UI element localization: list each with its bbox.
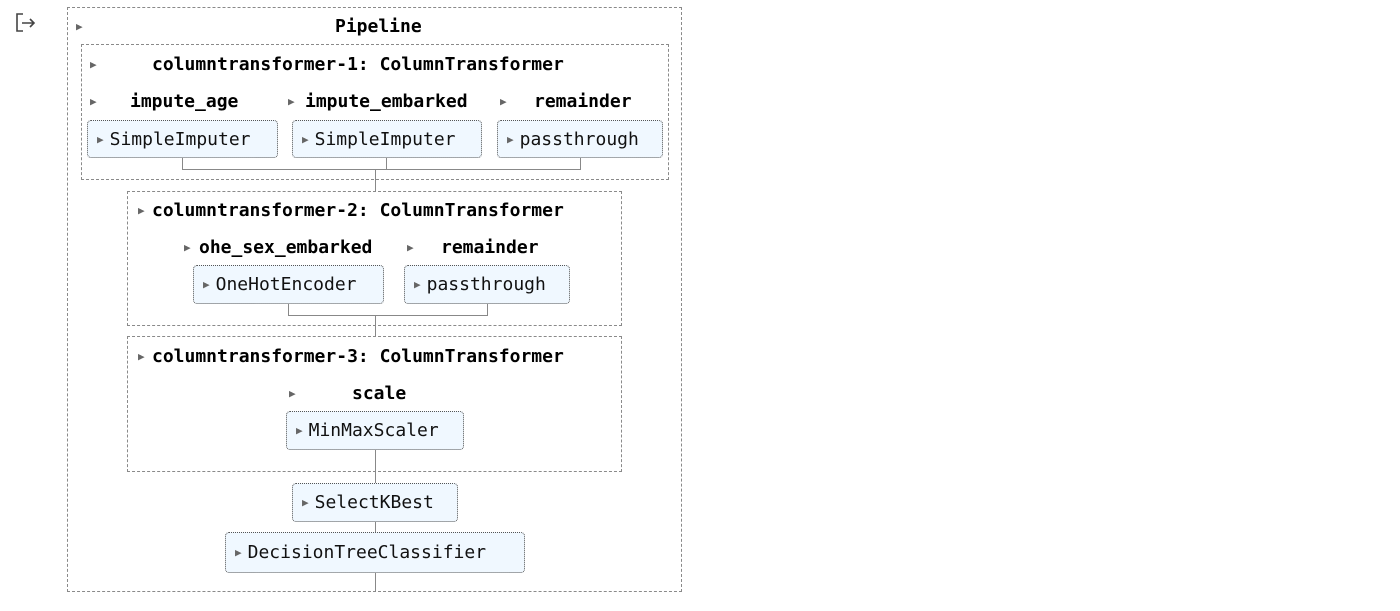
expand-triangle-icon[interactable]: ▶ bbox=[302, 132, 309, 146]
expand-triangle-icon[interactable]: ▶ bbox=[500, 94, 507, 108]
estimator-simpleimputer-embarked[interactable]: ▶ SimpleImputer bbox=[292, 120, 482, 158]
expand-triangle-icon[interactable]: ▶ bbox=[90, 94, 97, 108]
estimator-onehotencoder[interactable]: ▶ OneHotEncoder bbox=[193, 265, 384, 304]
connector-line bbox=[375, 315, 376, 337]
connector-line bbox=[386, 158, 387, 170]
branch-label-remainder-2[interactable]: ▶ remainder bbox=[407, 236, 539, 258]
columntransformer-2-header[interactable]: ▶ columntransformer-2: ColumnTransformer bbox=[138, 199, 564, 221]
estimator-label: DecisionTreeClassifier bbox=[247, 542, 487, 563]
expand-triangle-icon[interactable]: ▶ bbox=[76, 19, 83, 33]
expand-triangle-icon[interactable]: ▶ bbox=[414, 278, 421, 291]
branch-label-ohe-sex-embarked[interactable]: ▶ ohe_sex_embarked bbox=[184, 236, 372, 258]
estimator-simpleimputer-age[interactable]: ▶ SimpleImputer bbox=[87, 120, 278, 158]
columntransformer-1-title: columntransformer-1: ColumnTransformer bbox=[152, 53, 564, 75]
expand-triangle-icon[interactable]: ▶ bbox=[138, 203, 145, 217]
pipeline-title: Pipeline bbox=[335, 15, 422, 37]
branch-name: remainder bbox=[441, 236, 539, 258]
connector-line bbox=[487, 304, 488, 315]
estimator-label: passthrough bbox=[519, 128, 639, 150]
estimator-label: OneHotEncoder bbox=[215, 274, 357, 295]
connector-line bbox=[375, 573, 376, 592]
branch-name: impute_embarked bbox=[305, 90, 468, 112]
connector-line bbox=[580, 158, 581, 170]
connector-line bbox=[375, 450, 376, 483]
expand-triangle-icon[interactable]: ▶ bbox=[288, 94, 295, 108]
connector-line bbox=[182, 169, 581, 170]
estimator-label: passthrough bbox=[426, 274, 546, 295]
expand-triangle-icon[interactable]: ▶ bbox=[235, 546, 242, 559]
connector-line bbox=[375, 522, 376, 533]
output-redirect-icon bbox=[16, 13, 36, 32]
expand-triangle-icon[interactable]: ▶ bbox=[407, 240, 414, 254]
expand-triangle-icon[interactable]: ▶ bbox=[97, 132, 104, 146]
branch-name: scale bbox=[352, 382, 407, 404]
branch-name: ohe_sex_embarked bbox=[199, 236, 373, 258]
columntransformer-1-header[interactable]: ▶ columntransformer-1: ColumnTransformer bbox=[90, 53, 564, 75]
expand-triangle-icon[interactable]: ▶ bbox=[302, 496, 309, 509]
branch-label-impute-embarked[interactable]: ▶ impute_embarked bbox=[288, 90, 468, 112]
expand-triangle-icon[interactable]: ▶ bbox=[289, 386, 296, 400]
columntransformer-3-header[interactable]: ▶ columntransformer-3: ColumnTransformer bbox=[138, 345, 564, 367]
columntransformer-3-container bbox=[127, 336, 622, 472]
expand-triangle-icon[interactable]: ▶ bbox=[296, 424, 303, 437]
estimator-label: SimpleImputer bbox=[314, 128, 456, 150]
pipeline-header[interactable]: ▶ Pipeline bbox=[76, 15, 676, 37]
estimator-passthrough-2[interactable]: ▶ passthrough bbox=[404, 265, 570, 304]
estimator-decisiontreeclassifier[interactable]: ▶ DecisionTreeClassifier bbox=[225, 532, 525, 573]
branch-label-remainder[interactable]: ▶ remainder bbox=[500, 90, 632, 112]
pipeline-container bbox=[67, 7, 682, 592]
columntransformer-3-title: columntransformer-3: ColumnTransformer bbox=[152, 345, 564, 367]
expand-triangle-icon[interactable]: ▶ bbox=[90, 57, 97, 71]
branch-name: impute_age bbox=[130, 90, 239, 112]
expand-triangle-icon[interactable]: ▶ bbox=[203, 278, 210, 291]
expand-triangle-icon[interactable]: ▶ bbox=[184, 240, 191, 254]
estimator-label: SelectKBest bbox=[314, 492, 434, 513]
connector-line bbox=[288, 304, 289, 315]
connector-line bbox=[288, 315, 488, 316]
estimator-minmaxscaler[interactable]: ▶ MinMaxScaler bbox=[286, 411, 464, 450]
columntransformer-2-title: columntransformer-2: ColumnTransformer bbox=[152, 199, 564, 221]
estimator-selectkbest[interactable]: ▶ SelectKBest bbox=[292, 483, 458, 522]
branch-label-scale[interactable]: ▶ scale bbox=[289, 382, 406, 404]
connector-line bbox=[182, 158, 183, 170]
expand-triangle-icon[interactable]: ▶ bbox=[507, 132, 514, 146]
expand-triangle-icon[interactable]: ▶ bbox=[138, 349, 145, 363]
branch-label-impute-age[interactable]: ▶ impute_age bbox=[90, 90, 238, 112]
estimator-label: SimpleImputer bbox=[109, 128, 251, 150]
estimator-label: MinMaxScaler bbox=[308, 420, 439, 441]
estimator-passthrough-1[interactable]: ▶ passthrough bbox=[497, 120, 663, 158]
connector-line bbox=[375, 169, 376, 192]
branch-name: remainder bbox=[534, 90, 632, 112]
columntransformer-2-container bbox=[127, 191, 622, 326]
